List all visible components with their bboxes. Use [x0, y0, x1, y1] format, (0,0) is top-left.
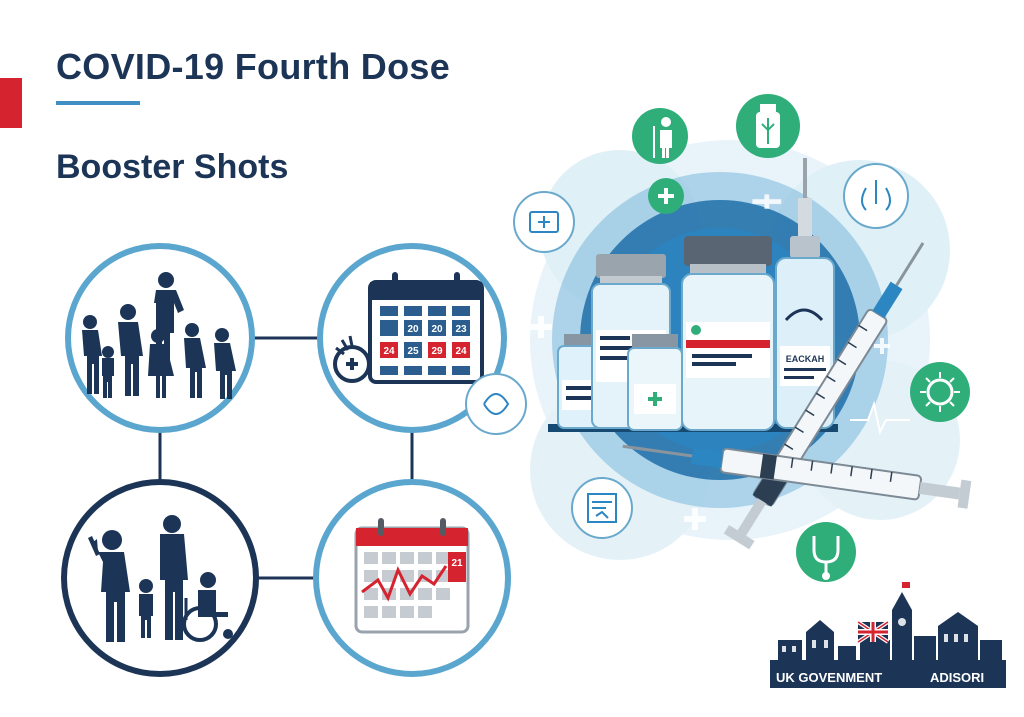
- vaccine-illustration: EACKAH: [465, 94, 972, 582]
- calendar-icon: 20 20 23 24 25 29 24: [368, 272, 484, 384]
- medical-badge-icon: [333, 335, 371, 383]
- first-aid-bubble-icon: [513, 191, 575, 253]
- circle-connectors: [158, 336, 414, 580]
- large-vial-label: EACKAH: [786, 354, 825, 364]
- cal-top-cell-8: 24: [455, 346, 467, 357]
- cal-top-cell-4: 23: [455, 324, 467, 335]
- plus-badge-icon: [648, 178, 684, 214]
- title-underline: [56, 101, 140, 105]
- people-wheelchair-icon: [88, 515, 233, 642]
- circle-calendar-schedule: 20 20 23 24 25 29 24: [317, 243, 507, 433]
- cal-top-cell-2: 20: [407, 324, 419, 335]
- circle-family: [65, 243, 255, 433]
- bottle-vial-icon: EACKAH: [775, 158, 835, 429]
- cal-bottom-date: 21: [451, 558, 463, 569]
- plus-decorations: [530, 194, 890, 530]
- cross-vial-icon: [627, 334, 683, 431]
- cal-top-cell-7: 29: [431, 346, 443, 357]
- accent-bar: [0, 78, 22, 128]
- stethoscope-badge-icon: [796, 522, 856, 582]
- cal-top-cell-6: 25: [407, 346, 419, 357]
- circle-calendar-graph: 21: [313, 479, 511, 677]
- medicine-bubble-icon: [465, 373, 527, 435]
- logo-right-text: ADISORI: [930, 670, 984, 685]
- uk-government-logo: UK GOVENMENT ADISORI: [770, 582, 1006, 688]
- syringe-horizontal-icon: [622, 444, 972, 509]
- heartbeat-line: [850, 400, 910, 435]
- virus-badge-icon: [910, 362, 970, 422]
- circle-vulnerable-groups: [61, 479, 259, 677]
- medical-report-bubble-icon: [571, 477, 633, 539]
- union-flag-icon: [856, 620, 890, 644]
- page-subtitle: Booster Shots: [56, 148, 289, 186]
- cal-top-cell-5: 24: [383, 346, 395, 357]
- vaccine-bottle-badge-icon: [736, 94, 800, 158]
- logo-left-text: UK GOVENMENT: [776, 670, 882, 685]
- large-vial-icon: [681, 236, 775, 431]
- family-silhouette-icon: [82, 272, 236, 399]
- doctor-icon: [632, 108, 688, 164]
- page-title: COVID-19 Fourth Dose: [56, 46, 451, 87]
- calendar-graph-icon: 21: [354, 518, 470, 634]
- cal-top-cell-3: 20: [431, 324, 443, 335]
- lungs-bubble-icon: [843, 163, 909, 229]
